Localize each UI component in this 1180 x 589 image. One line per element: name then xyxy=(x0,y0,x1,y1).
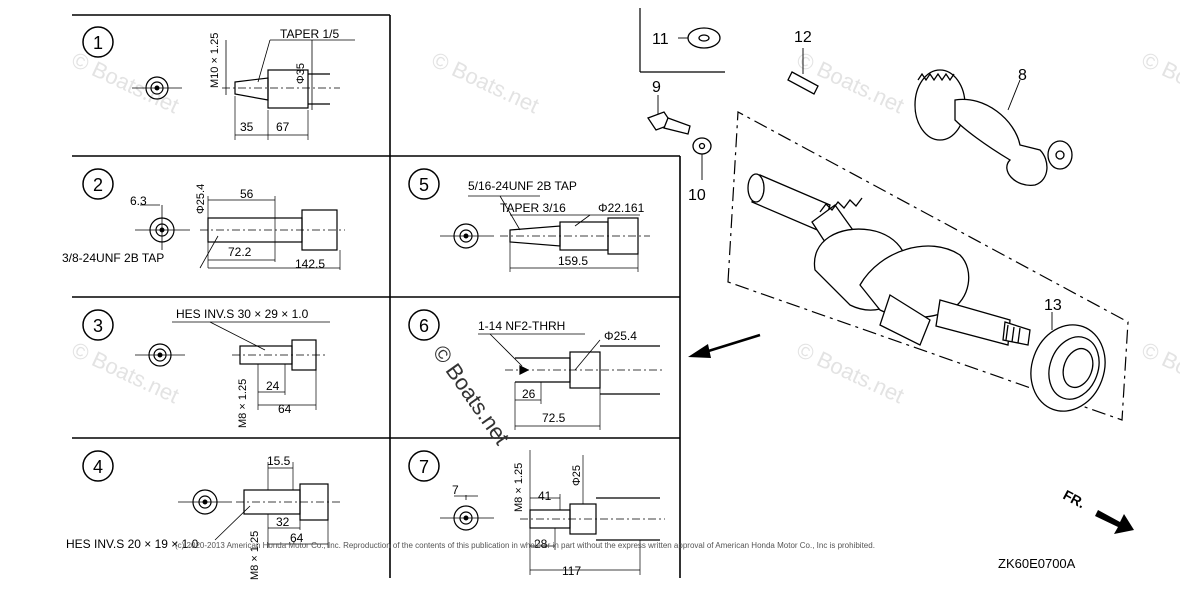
part-9-callout: 9 xyxy=(652,79,661,96)
watermark: © Boats.net xyxy=(428,341,515,450)
bearing-drawing xyxy=(1030,312,1106,412)
part-8-callout: 8 xyxy=(1018,67,1027,84)
shaft-end-view xyxy=(135,205,190,250)
washer-11-drawing xyxy=(639,8,725,73)
crankshaft-assembly: 8 9 10 11 12 xyxy=(639,8,1129,421)
shaft-side-view xyxy=(172,321,330,410)
front-direction-marker: FR. xyxy=(1061,487,1134,534)
diameter-label: Φ25.4 xyxy=(195,184,207,214)
type-number: 2 xyxy=(93,175,103,195)
type-number: 6 xyxy=(419,316,429,336)
shaft-end-view xyxy=(135,343,185,367)
part-11-callout: 11 xyxy=(652,31,669,48)
spline-label: HES INV.S 20 × 19 × 1.0 xyxy=(66,537,199,551)
thread-label: M8 × 1.25 xyxy=(249,531,261,580)
shaft-type-1: 1 TAPER 1/5 M10 × 1.25 Φ35 35 67 xyxy=(82,26,355,140)
watermark: © Boats.net xyxy=(68,337,183,408)
dimension-label: 28 xyxy=(534,537,548,551)
dimension-label: 159.5 xyxy=(558,254,588,268)
dimension-label: 64 xyxy=(278,402,292,416)
thread-label: M8 × 1.25 xyxy=(237,379,249,428)
pin-drawing xyxy=(787,48,819,95)
shaft-end-view xyxy=(178,489,232,515)
shaft-type-5: 5 5/16-24UNF 2B TAP TAPER 3/16 Φ22.161 1… xyxy=(408,168,650,272)
thread-label: M10 × 1.25 xyxy=(209,33,221,88)
pointer-arrow xyxy=(688,333,761,358)
crankshaft-drawing xyxy=(747,173,1031,346)
part-13-callout: 13 xyxy=(1044,297,1062,314)
dimension-label: 26 xyxy=(522,387,536,401)
dimension-label: 67 xyxy=(276,120,290,134)
diameter-label: Φ25 xyxy=(571,465,583,486)
taper-label: TAPER 1/5 xyxy=(280,27,339,41)
part-12-callout: 12 xyxy=(794,29,812,46)
shaft-end-view xyxy=(440,495,494,531)
dimension-label: 72.5 xyxy=(542,411,566,425)
watermark: © Boats.net xyxy=(1138,337,1180,408)
shaft-side-view xyxy=(140,196,345,270)
dimension-label: 32 xyxy=(276,515,290,529)
dimension-label: 142.5 xyxy=(295,257,325,271)
panel-grid xyxy=(72,14,681,578)
shaft-type-3: 3 HES INV.S 30 × 29 × 1.0 M8 × 1.25 24 6… xyxy=(82,307,330,428)
thread-label: M8 × 1.25 xyxy=(513,463,525,512)
spline-label: HES INV.S 30 × 29 × 1.0 xyxy=(176,307,309,321)
diameter-label: Φ25.4 xyxy=(604,329,637,343)
type-number: 5 xyxy=(419,175,429,195)
dimension-label: 15.5 xyxy=(267,454,291,468)
front-label: FR. xyxy=(1061,487,1088,512)
diameter-label: Φ35 xyxy=(295,63,307,84)
dimension-label: 41 xyxy=(538,489,552,503)
watermark: © Boats.net xyxy=(428,47,543,118)
dimension-label: 72.2 xyxy=(228,245,252,259)
shaft-side-view xyxy=(214,462,340,548)
dimension-label: 56 xyxy=(240,187,254,201)
shaft-type-6: 6 1-14 NF2-THRH Φ25.4 26 72.5 © Boats.ne… xyxy=(408,309,665,450)
shaft-side-view xyxy=(520,450,665,575)
diameter-label: Φ22.161 xyxy=(598,201,645,215)
taper-label: TAPER 3/16 xyxy=(500,201,566,215)
bolt-drawing xyxy=(647,95,691,135)
type-number: 7 xyxy=(419,457,429,477)
shaft-type-4: 4 15.5 HES INV.S 20 × 19 × 1.0 M8 × 1.25… xyxy=(66,450,340,580)
watermark: © Boats.net xyxy=(793,337,908,408)
thread-label: 1-14 NF2-THRH xyxy=(478,319,565,333)
shaft-side-view xyxy=(468,195,650,272)
watermark: © Boats.net xyxy=(68,47,183,118)
dimension-label: 117 xyxy=(562,564,581,578)
dimension-label: 35 xyxy=(240,120,254,134)
tap-label: 3/8-24UNF 2B TAP xyxy=(62,251,164,265)
type-number: 4 xyxy=(93,457,103,477)
assembly-outline xyxy=(727,111,1129,421)
camshaft-drawing xyxy=(914,69,1073,186)
diagram-code: ZK60E0700A xyxy=(998,556,1076,571)
washer-drawing xyxy=(692,137,712,180)
shaft-side-view xyxy=(478,333,665,430)
shaft-type-2: 2 6.3 Φ25.4 56 3/8-24UNF 2B TAP 72.2 142… xyxy=(62,168,345,271)
type-number: 3 xyxy=(93,316,103,336)
dimension-label: 24 xyxy=(266,379,280,393)
copyright-notice: (c) 2020-2013 American Honda Motor Co., … xyxy=(175,541,875,550)
shaft-end-view xyxy=(440,223,494,249)
dimension-label: 6.3 xyxy=(130,194,147,208)
shaft-end-view xyxy=(132,76,182,100)
part-10-callout: 10 xyxy=(688,187,706,204)
watermark: © Boats.net xyxy=(1138,47,1180,118)
shaft-type-7: 7 M8 × 1.25 Φ25 41 28 117 xyxy=(408,450,665,578)
type-number: 1 xyxy=(93,33,103,53)
tap-label: 5/16-24UNF 2B TAP xyxy=(468,179,577,193)
hole-dimension: 7 xyxy=(452,483,459,497)
dimension-label: 64 xyxy=(290,531,304,545)
shaft-side-view xyxy=(222,39,355,140)
